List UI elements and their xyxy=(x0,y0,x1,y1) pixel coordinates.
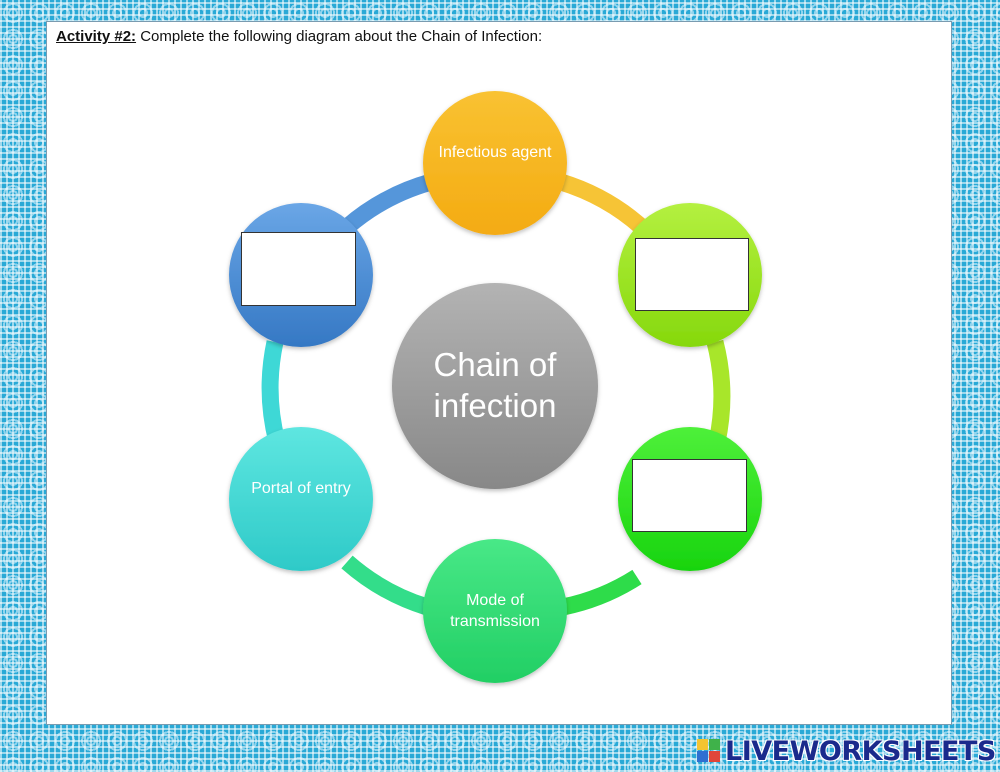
label-portal-of-entry: Portal of entry xyxy=(251,480,351,497)
answer-input-lower-right[interactable] xyxy=(633,460,746,531)
answer-box-upper-right[interactable] xyxy=(635,238,749,311)
answer-box-lower-right[interactable] xyxy=(632,459,747,532)
answer-input-upper-left[interactable] xyxy=(242,233,355,305)
node-portal-of-entry xyxy=(229,427,373,571)
node-infectious-agent xyxy=(423,91,567,235)
answer-box-upper-left[interactable] xyxy=(241,232,356,306)
label-infectious-agent: Infectious agent xyxy=(438,144,552,161)
connector-bottom-left xyxy=(341,555,430,616)
node-mode-of-transmission xyxy=(423,539,567,683)
activity-instruction: Complete the following diagram about the… xyxy=(136,28,543,45)
center-label: Chain of infection xyxy=(433,346,557,424)
connector-top-left xyxy=(341,173,434,234)
connector-left xyxy=(261,340,286,445)
liveworksheets-branding: LIVEWORKSHEETS xyxy=(696,735,996,767)
connector-bottom-right xyxy=(561,569,642,616)
connector-right xyxy=(706,339,731,444)
ring-connectors xyxy=(261,173,731,616)
liveworksheets-logo-icon xyxy=(696,737,722,765)
answer-input-upper-right[interactable] xyxy=(636,239,748,310)
activity-number: Activity #2: xyxy=(56,28,137,45)
liveworksheets-wordmark: LIVEWORKSHEETS xyxy=(725,735,996,767)
worksheet-page: Activity #2: Complete the following diag… xyxy=(46,21,952,725)
activity-heading: Activity #2: Complete the following diag… xyxy=(56,28,542,45)
connector-top-right xyxy=(558,173,653,239)
center-circle xyxy=(392,283,598,489)
label-mode-of-transmission: Mode of transmission xyxy=(450,592,540,630)
